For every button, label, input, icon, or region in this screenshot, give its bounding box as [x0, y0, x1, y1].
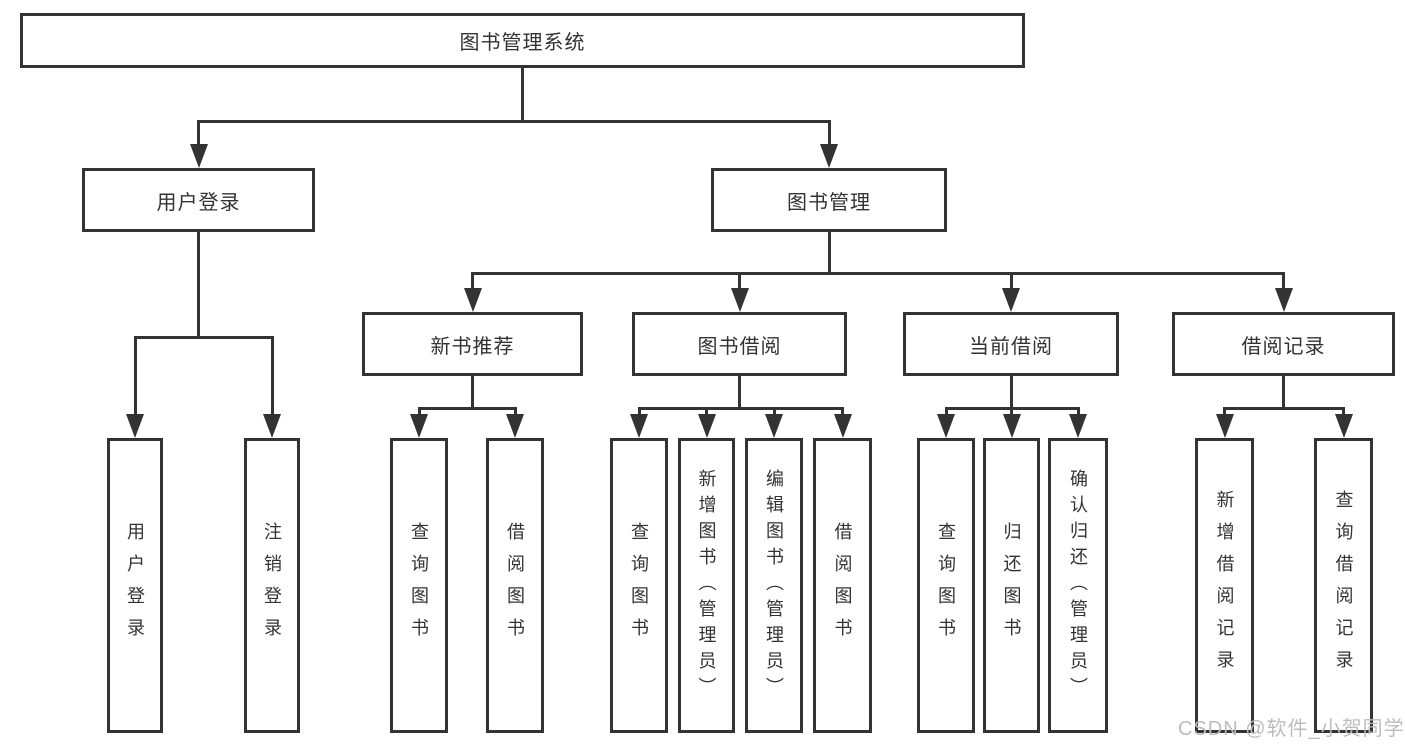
node-leaf-nb-borrow: 借阅图书 — [486, 438, 544, 733]
node-label-borrow-records: 借阅记录 — [1241, 335, 1326, 358]
node-current-borrow: 当前借阅 — [903, 312, 1119, 376]
arrowhead-down-icon — [697, 414, 716, 438]
arrowhead-down-icon — [765, 414, 783, 438]
node-label-leaf-nb-query: 查询图书 — [409, 521, 429, 650]
arrowhead-down-icon — [506, 414, 524, 438]
connector-stem — [471, 376, 474, 410]
arrowhead-down-icon — [126, 414, 144, 438]
node-label-current-borrow: 当前借阅 — [969, 335, 1053, 358]
node-leaf-cb-confirm: 确认归还（管理员） — [1048, 438, 1108, 733]
node-leaf-bb-add: 新增图书（管理员） — [678, 438, 735, 733]
connector-drop — [1223, 407, 1226, 414]
connector-drop — [197, 120, 200, 144]
connector-bar — [417, 407, 517, 410]
arrowhead-down-icon — [1334, 414, 1353, 438]
connector-stem — [197, 232, 200, 339]
connector-stem — [1282, 376, 1285, 410]
node-user-login-group: 用户登录 — [82, 168, 315, 232]
connector-bar — [133, 336, 274, 339]
node-label-leaf-bb-edit: 编辑图书（管理员） — [764, 468, 784, 703]
connector-drop — [944, 407, 948, 414]
connector-bar — [197, 120, 831, 123]
node-leaf-nb-query: 查询图书 — [390, 438, 448, 733]
node-label-user-login-group: 用户登录 — [156, 191, 241, 214]
csdn-watermark: CSDN @软件_小贺同学 — [1178, 718, 1405, 740]
connector-drop — [1342, 407, 1345, 414]
node-root: 图书管理系统 — [20, 13, 1025, 68]
node-label-leaf-bb-borrow: 借阅图书 — [832, 521, 853, 650]
node-leaf-logout: 注销登录 — [244, 438, 300, 733]
connector-bar — [1223, 407, 1345, 410]
node-leaf-bb-edit: 编辑图书（管理员） — [745, 438, 803, 733]
connector-drop — [1010, 407, 1013, 414]
connector-bar — [471, 272, 1285, 275]
node-leaf-cb-return: 归还图书 — [983, 438, 1040, 733]
node-label-leaf-cb-query: 查询图书 — [936, 521, 956, 650]
node-leaf-br-query: 查询借阅记录 — [1314, 438, 1373, 733]
node-borrow-records: 借阅记录 — [1172, 312, 1395, 376]
connector-drop — [1009, 272, 1013, 288]
connector-stem — [827, 232, 831, 275]
node-label-leaf-cb-confirm: 确认归还（管理员） — [1068, 468, 1088, 703]
connector-drop — [841, 407, 844, 414]
connector-drop — [471, 272, 474, 288]
arrowhead-down-icon — [263, 414, 281, 438]
connector-drop — [270, 336, 274, 414]
node-new-book: 新书推荐 — [362, 312, 583, 376]
node-leaf-login: 用户登录 — [107, 438, 163, 733]
node-label-book-borrow: 图书借阅 — [697, 335, 782, 358]
arrowhead-down-icon — [630, 414, 648, 438]
arrowhead-down-icon — [1274, 288, 1293, 312]
arrowhead-down-icon — [937, 414, 955, 438]
node-label-leaf-nb-borrow: 借阅图书 — [505, 521, 525, 650]
arrowhead-down-icon — [1215, 414, 1234, 438]
connector-drop — [637, 407, 641, 414]
node-label-leaf-cb-return: 归还图书 — [1001, 521, 1022, 650]
connector-drop — [417, 407, 421, 414]
arrowhead-down-icon — [1002, 414, 1021, 438]
node-label-leaf-login: 用户登录 — [125, 521, 145, 650]
node-label-leaf-logout: 注销登录 — [262, 521, 282, 650]
connector-stem — [738, 376, 741, 410]
connector-drop — [133, 336, 137, 414]
node-leaf-bb-query: 查询图书 — [610, 438, 668, 733]
node-label-new-book: 新书推荐 — [430, 335, 515, 358]
connector-stem — [1009, 376, 1013, 410]
arrowhead-down-icon — [820, 144, 838, 168]
connector-drop — [1076, 407, 1080, 414]
node-book-mgmt: 图书管理 — [711, 168, 947, 232]
node-label-root: 图书管理系统 — [459, 32, 586, 54]
connector-drop — [738, 272, 741, 288]
node-leaf-cb-query: 查询图书 — [917, 438, 975, 733]
arrowhead-down-icon — [189, 144, 208, 168]
connector-stem — [521, 68, 524, 123]
node-label-leaf-br-add: 新增借阅记录 — [1214, 489, 1235, 682]
arrowhead-down-icon — [730, 288, 749, 312]
arrowhead-down-icon — [1069, 414, 1087, 438]
node-leaf-bb-borrow: 借阅图书 — [813, 438, 872, 733]
node-label-leaf-bb-query: 查询图书 — [629, 521, 649, 650]
connector-drop — [772, 407, 776, 414]
node-leaf-br-add: 新增借阅记录 — [1195, 438, 1254, 733]
node-label-leaf-bb-add: 新增图书（管理员） — [696, 468, 717, 703]
node-label-book-mgmt: 图书管理 — [787, 191, 871, 214]
connector-drop — [1282, 272, 1285, 288]
arrowhead-down-icon — [833, 414, 852, 438]
connector-drop — [827, 120, 831, 144]
connector-bar — [637, 407, 844, 410]
connector-drop — [513, 407, 517, 414]
node-book-borrow: 图书借阅 — [632, 312, 847, 376]
connector-drop — [705, 407, 708, 414]
arrowhead-down-icon — [410, 414, 428, 438]
node-label-leaf-br-query: 查询借阅记录 — [1333, 489, 1354, 682]
arrowhead-down-icon — [463, 288, 482, 312]
arrowhead-down-icon — [1002, 288, 1020, 312]
